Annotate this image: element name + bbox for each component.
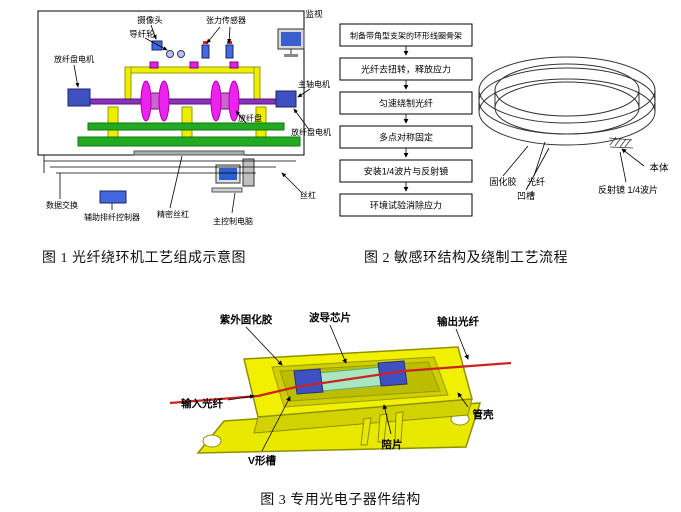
aux-controller-box bbox=[99, 190, 127, 204]
green-rail bbox=[87, 122, 285, 131]
left-motor-box bbox=[67, 88, 91, 107]
precision-screw-bar bbox=[133, 150, 245, 156]
flow-step-3-box bbox=[339, 91, 473, 115]
v-groove-label: V形槽 bbox=[248, 454, 277, 467]
fiber-disc bbox=[140, 80, 152, 122]
guide-wheel-label: 导纤轮 bbox=[129, 29, 155, 39]
camera-label: 摄像头 bbox=[137, 15, 163, 25]
flow-step-1-label: 制备带角型支架的环形线圈骨架 bbox=[350, 31, 462, 41]
ring-body-label: 本体 bbox=[649, 162, 669, 174]
figure2-flowchart-panel: 制备带角型支架的环形线圈骨架 光纤去扭转，释放应力 匀速绕制光纤 多点对称固定 … bbox=[337, 20, 475, 234]
uv-curing-glue-label: 紫外固化胶 bbox=[220, 313, 273, 326]
figure1-machine-panel: 摄像头 导纤轮 张力传感器 监视 放纤盘电机 主轴电机 放纤盘 放纤盘电机 丝杠… bbox=[30, 5, 335, 240]
tension-sensor-label: 张力传感器 bbox=[206, 15, 246, 25]
precision-screw-label: 精密丝杠 bbox=[157, 209, 189, 219]
device-leader-lines bbox=[227, 324, 469, 452]
wiring-lines bbox=[43, 155, 296, 214]
figure3-device-drawing: 紫外固化胶 波导芯片 输出光纤 输入光纤 管壳 陪片 V形槽 bbox=[169, 311, 512, 467]
input-fiber-label: 输入光纤 bbox=[181, 397, 223, 410]
flow-step-2-box bbox=[339, 57, 473, 81]
figure3-device-panel: 紫外固化胶 波导芯片 输出光纤 输入光纤 管壳 陪片 V形槽 bbox=[168, 303, 513, 483]
spindle-motor-label: 主轴电机 bbox=[298, 79, 330, 89]
release-disc-label: 放纤盘 bbox=[238, 113, 262, 123]
flow-step-6-label: 环境试验消除应力 bbox=[370, 200, 442, 211]
right-motor-box bbox=[275, 90, 297, 108]
pins bbox=[360, 411, 404, 446]
guide-wheel-icon bbox=[166, 50, 174, 58]
data-exchange-label: 数据交换 bbox=[46, 200, 78, 210]
aux-controller-label: 辅助排纤控制器 bbox=[84, 212, 140, 222]
package-shapes bbox=[196, 346, 482, 454]
monitor-label: 监视 bbox=[305, 9, 323, 19]
mounting-hole-left bbox=[202, 434, 222, 448]
lead-screw-label: 丝杠 bbox=[300, 190, 316, 200]
groove-label: 凹槽 bbox=[517, 190, 535, 201]
flow-step-6-box bbox=[339, 193, 473, 217]
flow-step-2-label: 光纤去扭转，释放应力 bbox=[361, 64, 451, 75]
figure2-ring-panel: 本体 固化胶 光纤 凹槽 反射镜 1/4波片 bbox=[476, 25, 676, 210]
figure3-caption: 图 3 专用光电子器件结构 bbox=[260, 493, 421, 508]
computer-icon bbox=[211, 158, 255, 193]
leader-lines bbox=[73, 24, 311, 194]
output-fiber-label: 输出光纤 bbox=[437, 315, 479, 328]
mirror-waveplate-label: 反射镜 1/4波片 bbox=[598, 184, 658, 195]
spacer-label: 陪片 bbox=[382, 438, 403, 451]
curing-glue-label: 固化胶 bbox=[489, 176, 516, 187]
mirror-hatch bbox=[608, 136, 634, 149]
flow-step-3-label: 匀速绕制光纤 bbox=[379, 98, 433, 109]
camera-box bbox=[151, 40, 163, 51]
left-release-motor-label: 放纤盘电机 bbox=[54, 54, 94, 64]
fiber-label: 光纤 bbox=[527, 176, 545, 187]
optical-fiber-line bbox=[169, 361, 512, 405]
figure2-caption: 图 2 敏感环结构及绕制工艺流程 bbox=[364, 251, 568, 266]
flow-step-5-box bbox=[339, 159, 473, 183]
monitor-icon bbox=[277, 28, 305, 57]
figure1-caption: 图 1 光纤绕环机工艺组成示意图 bbox=[42, 251, 246, 266]
package-shell-label: 管壳 bbox=[473, 408, 494, 421]
flow-step-5-label: 安装1/4波片与反射镜 bbox=[364, 166, 449, 177]
figure2-flowchart: 制备带角型支架的环形线圈骨架 光纤去扭转，释放应力 匀速绕制光纤 多点对称固定 … bbox=[339, 23, 473, 217]
figure1-machine-drawing: 摄像头 导纤轮 张力传感器 监视 放纤盘电机 主轴电机 放纤盘 放纤盘电机 丝杠… bbox=[37, 9, 331, 226]
tension-sensor-box bbox=[201, 44, 210, 59]
green-base bbox=[77, 136, 301, 147]
flow-step-1-box bbox=[339, 23, 473, 47]
flow-step-4-label: 多点对称固定 bbox=[379, 132, 433, 143]
left-fiber-block bbox=[293, 368, 324, 395]
ring-leader-lines bbox=[502, 141, 645, 191]
spindle-shaft bbox=[89, 98, 291, 105]
main-computer-label: 主控制电脑 bbox=[213, 216, 253, 226]
flow-step-4-box bbox=[339, 125, 473, 149]
waveguide-chip-label: 波导芯片 bbox=[309, 311, 351, 324]
figure2-ring-drawing: 本体 固化胶 光纤 凹槽 反射镜 1/4波片 bbox=[478, 56, 669, 201]
ring-shapes bbox=[478, 56, 656, 146]
machine-drawing-shapes bbox=[67, 40, 301, 156]
right-release-motor-label: 放纤盘电机 bbox=[291, 127, 331, 137]
